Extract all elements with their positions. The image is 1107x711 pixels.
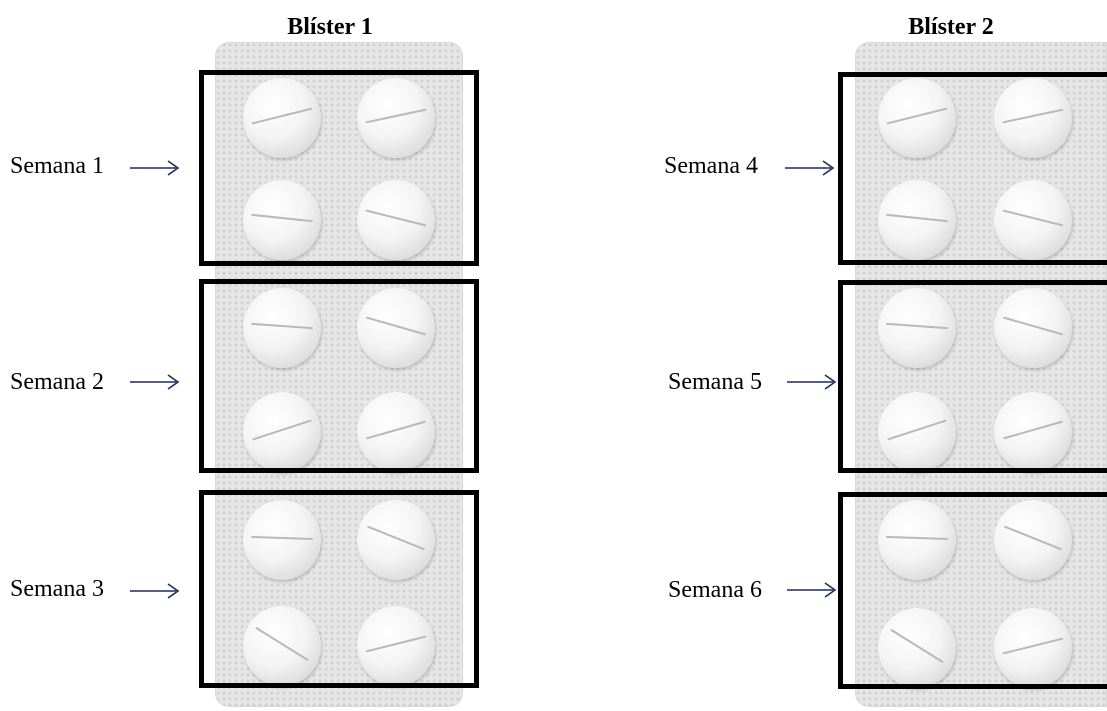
pill-icon	[878, 288, 956, 368]
pill-icon	[357, 500, 435, 580]
week-2-frame	[199, 279, 479, 473]
week-1-frame	[199, 70, 479, 266]
pill-icon	[994, 78, 1072, 158]
pill-icon	[878, 608, 956, 688]
pill-icon	[357, 392, 435, 472]
pill-icon	[878, 500, 956, 580]
pill-icon	[994, 180, 1072, 260]
pill-icon	[878, 78, 956, 158]
week-6-label: Semana 6	[668, 577, 762, 603]
pill-icon	[357, 606, 435, 686]
pill-icon	[878, 180, 956, 260]
week-4-label: Semana 4	[664, 153, 758, 179]
week-6-arrow-icon	[787, 582, 837, 598]
pill-icon	[243, 500, 321, 580]
pill-icon	[994, 500, 1072, 580]
pill-icon	[243, 180, 321, 260]
week-2-label: Semana 2	[10, 369, 104, 395]
week-5-arrow-icon	[787, 374, 837, 390]
week-2-arrow-icon	[130, 374, 180, 390]
blister-1-pack	[215, 42, 463, 707]
week-3-arrow-icon	[130, 583, 180, 599]
week-4-arrow-icon	[785, 160, 835, 176]
pill-icon	[357, 78, 435, 158]
pill-icon	[243, 606, 321, 686]
pill-icon	[994, 608, 1072, 688]
week-6-frame	[838, 492, 1107, 689]
pill-icon	[243, 78, 321, 158]
week-1-arrow-icon	[130, 160, 180, 176]
week-3-label: Semana 3	[10, 576, 104, 602]
pill-icon	[994, 288, 1072, 368]
blister-2-title: Blíster 2	[908, 14, 994, 40]
pill-icon	[878, 392, 956, 472]
pill-icon	[357, 288, 435, 368]
pill-icon	[357, 180, 435, 260]
week-5-label: Semana 5	[668, 369, 762, 395]
week-3-frame	[199, 490, 479, 688]
week-1-label: Semana 1	[10, 153, 104, 179]
pill-icon	[243, 288, 321, 368]
week-5-frame	[838, 280, 1107, 473]
pill-icon	[243, 392, 321, 472]
blister-1-title: Blíster 1	[287, 14, 373, 40]
week-4-frame	[838, 72, 1107, 265]
pill-icon	[994, 392, 1072, 472]
